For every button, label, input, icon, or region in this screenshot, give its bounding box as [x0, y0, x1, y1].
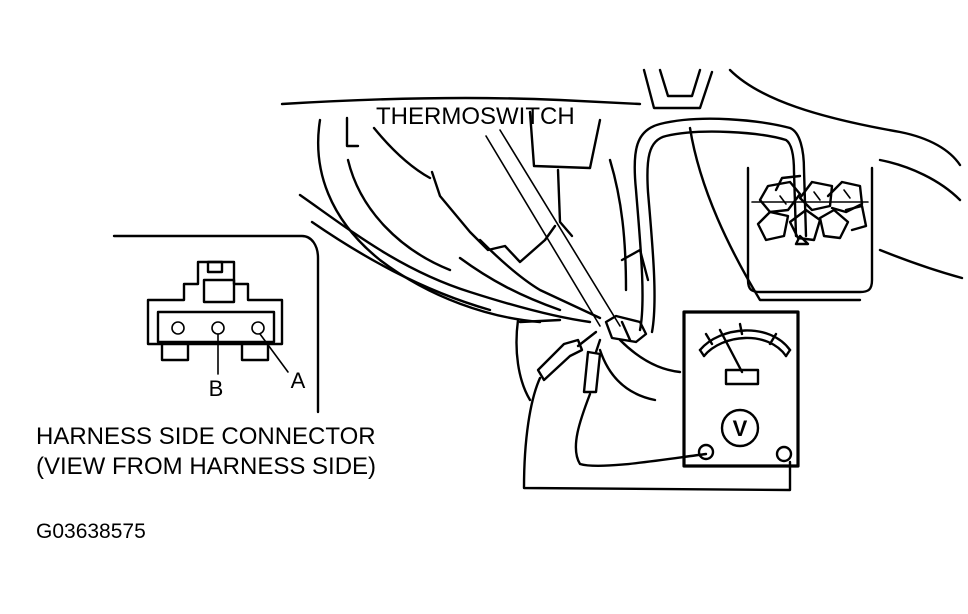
connector-pin-b — [211, 321, 225, 335]
pin-b-label: B — [209, 376, 224, 401]
voltmeter-dial-circle — [720, 408, 760, 448]
connector-subtitle: (VIEW FROM HARNESS SIDE) — [36, 453, 376, 480]
voltmeter-symbol: V — [733, 416, 748, 441]
thermoswitch-label: THERMOSWITCH — [376, 103, 575, 130]
ice-water-container — [746, 166, 874, 294]
connector-pin-left — [171, 321, 185, 335]
connector-inset: B A — [112, 234, 320, 414]
voltmeter: V — [682, 310, 800, 468]
voltmeter-terminal-positive — [775, 445, 793, 463]
figure-id: G03638575 — [36, 520, 146, 543]
voltmeter-terminal-negative — [697, 443, 715, 461]
test-probes — [522, 330, 792, 492]
connector-pin-a — [251, 321, 265, 335]
thermoswitch-wiring — [485, 117, 810, 344]
engine-background-drawing — [280, 68, 964, 402]
connector-title: HARNESS SIDE CONNECTOR — [36, 423, 376, 450]
harness-connector-diagram — [146, 260, 289, 375]
pin-a-label: A — [291, 368, 306, 393]
